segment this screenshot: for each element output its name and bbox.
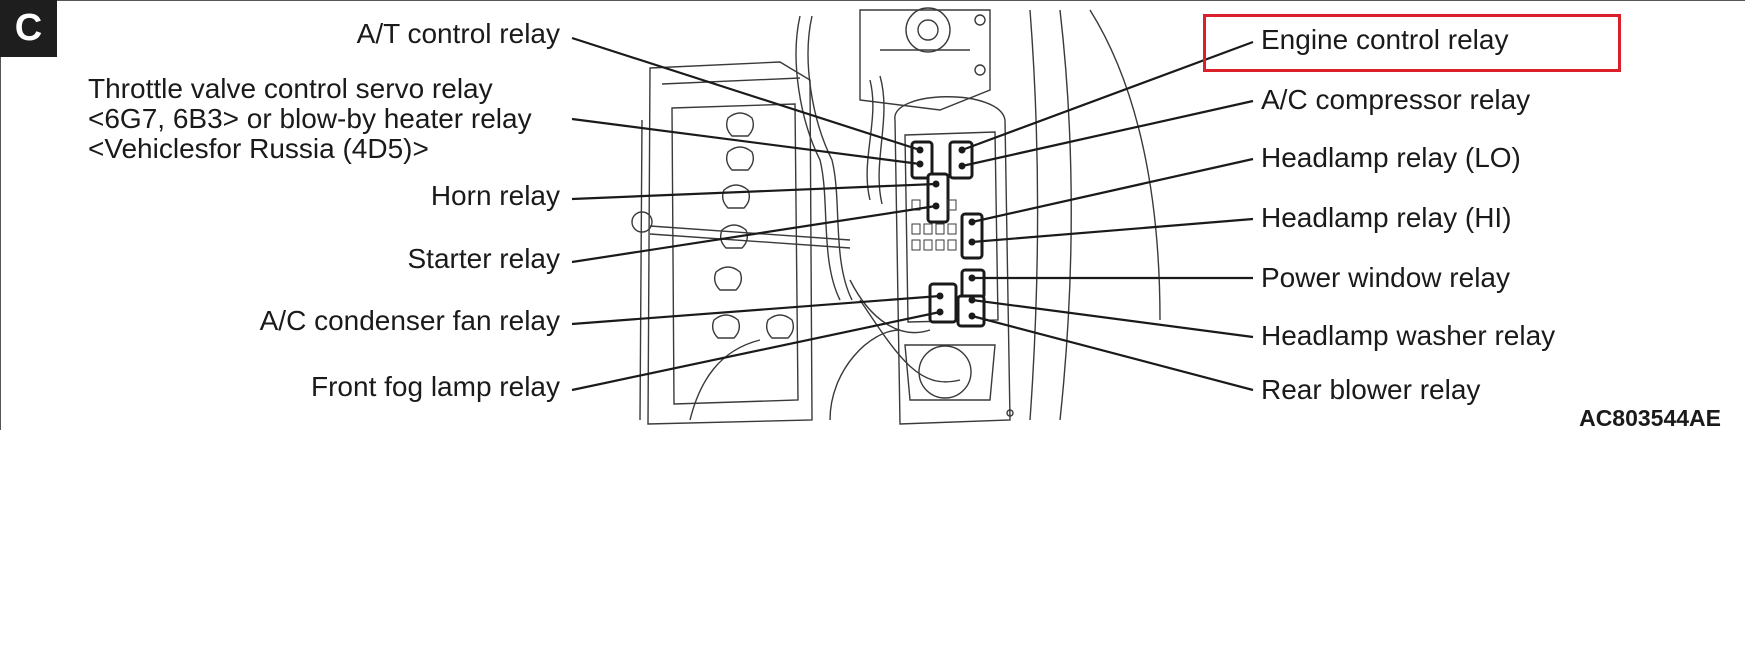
label-headlamp-washer-relay: Headlamp washer relay <box>1261 320 1556 351</box>
label-front-fog-lamp-relay: Front fog lamp relay <box>311 371 560 402</box>
label-rear-blower-relay: Rear blower relay <box>1261 374 1481 405</box>
section-badge: C <box>0 0 57 57</box>
leader-lines <box>571 36 1254 392</box>
label-headlamp-relay-hi: Headlamp relay (HI) <box>1261 202 1512 233</box>
label-power-window-relay: Power window relay <box>1261 262 1510 293</box>
label-headlamp-relay-lo: Headlamp relay (LO) <box>1261 142 1521 173</box>
label-horn-relay: Horn relay <box>430 180 560 211</box>
label-starter-relay: Starter relay <box>407 243 561 274</box>
engine-bay-drawing <box>631 7 1161 425</box>
label-ac-condenser-fan-relay: A/C condenser fan relay <box>259 305 560 336</box>
label-throttle-valve-relay: Throttle valve control servo relay <6G7,… <box>88 73 532 164</box>
leader-dots <box>916 146 976 320</box>
label-at-control-relay: A/T control relay <box>356 18 560 49</box>
label-engine-control-relay: Engine control relay <box>1261 24 1509 55</box>
relay-blocks <box>910 140 986 328</box>
label-ac-compressor-relay: A/C compressor relay <box>1261 84 1531 115</box>
figure-frame <box>0 0 1745 430</box>
figure-code: AC803544AE <box>1579 405 1721 431</box>
fuse-grid <box>911 199 957 251</box>
highlight-box <box>1203 14 1621 72</box>
